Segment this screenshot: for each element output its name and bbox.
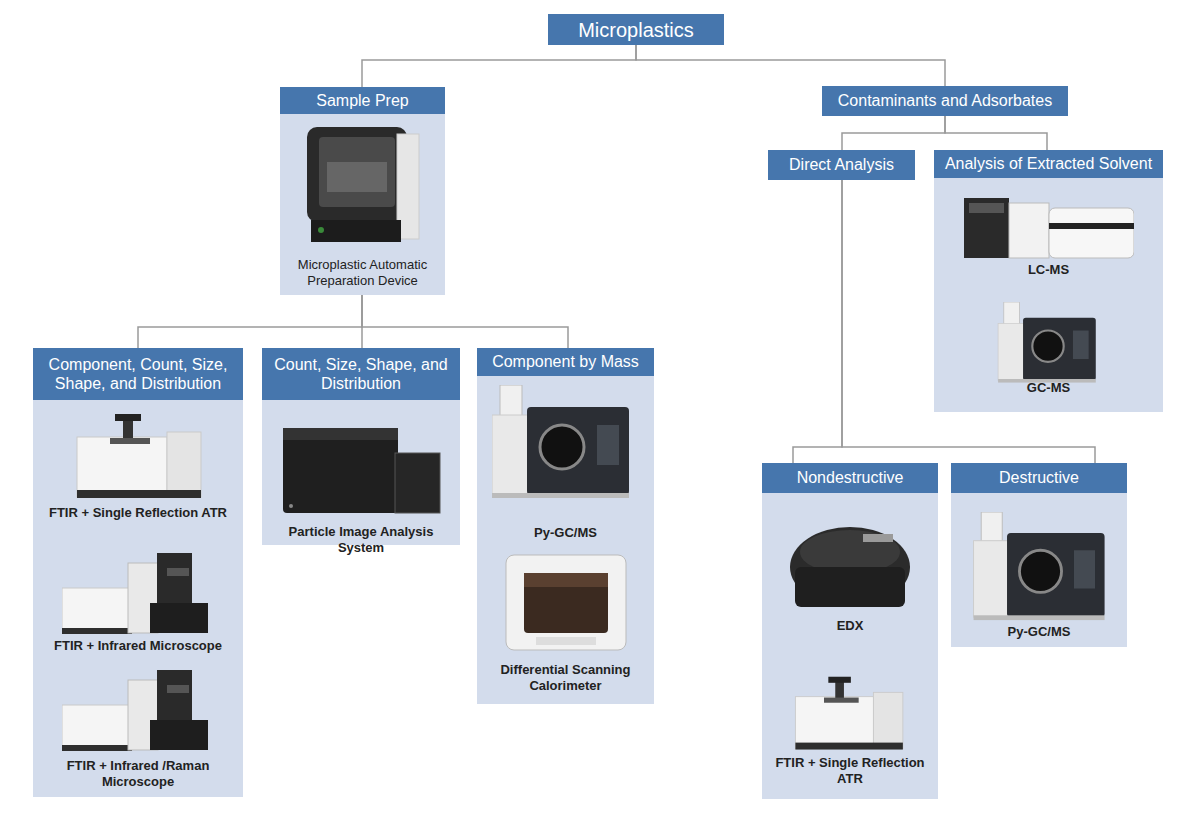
category-panel: Sample PrepMicroplastic Automatic Prepar… bbox=[280, 87, 445, 295]
panel-heading: Destructive bbox=[951, 463, 1127, 493]
instrument-label: FTIR + Single Reflection ATR bbox=[762, 755, 938, 788]
instrument-label: FTIR + Single Reflection ATR bbox=[33, 505, 243, 521]
instrument-label: Py-GC/MS bbox=[477, 525, 654, 541]
panel-heading: Count, Size, Shape, and Distribution bbox=[262, 348, 460, 400]
panel-heading: Nondestructive bbox=[762, 463, 938, 493]
instrument-label: FTIR + Infrared Microscope bbox=[33, 638, 243, 654]
category-panel: DestructivePy-GC/MS bbox=[951, 463, 1127, 647]
instrument-label: Differential Scanning Calorimeter bbox=[477, 662, 654, 695]
instrument-label: FTIR + Infrared /Raman Microscope bbox=[33, 758, 243, 791]
tree-connector bbox=[842, 116, 945, 150]
instrument-label: Microplastic Automatic Preparation Devic… bbox=[280, 257, 445, 290]
panel-heading: Component by Mass bbox=[477, 348, 654, 376]
category-panel: Component by MassPy-GC/MS Differential Sc… bbox=[477, 348, 654, 704]
instrument-label: EDX bbox=[762, 618, 938, 634]
tree-connector bbox=[362, 45, 636, 87]
instrument-label: GC-MS bbox=[934, 380, 1163, 396]
panel-heading: Component, Count, Size, Shape, and Distr… bbox=[33, 348, 243, 400]
panel-heading: Microplastics bbox=[548, 14, 724, 45]
category-box: Direct Analysis bbox=[768, 150, 915, 180]
instrument-label: Py-GC/MS bbox=[951, 624, 1127, 640]
instrument-label: LC-MS bbox=[934, 262, 1163, 278]
tree-connector bbox=[138, 295, 362, 348]
category-box: Contaminants and Adsorbates bbox=[822, 86, 1068, 116]
panel-heading: Analysis of Extracted Solvent bbox=[934, 150, 1163, 178]
category-panel: Count, Size, Shape, and DistributionPart… bbox=[262, 348, 460, 545]
category-panel: NondestructiveEDX FTIR + Single Reflectio… bbox=[762, 463, 938, 799]
instrument-label: Particle Image Analysis System bbox=[262, 524, 460, 557]
panel-heading: Direct Analysis bbox=[768, 150, 915, 180]
panel-heading: Contaminants and Adsorbates bbox=[822, 86, 1068, 116]
category-panel: Component, Count, Size, Shape, and Distr… bbox=[33, 348, 243, 797]
category-panel: Analysis of Extracted SolventLC-MS GC-MS bbox=[934, 150, 1163, 412]
tree-connector bbox=[945, 116, 1047, 150]
tree-connector bbox=[636, 45, 945, 86]
tree-connector bbox=[362, 295, 568, 348]
category-box: Microplastics bbox=[548, 14, 724, 45]
panel-heading: Sample Prep bbox=[280, 87, 445, 114]
tree-connector bbox=[793, 180, 842, 463]
